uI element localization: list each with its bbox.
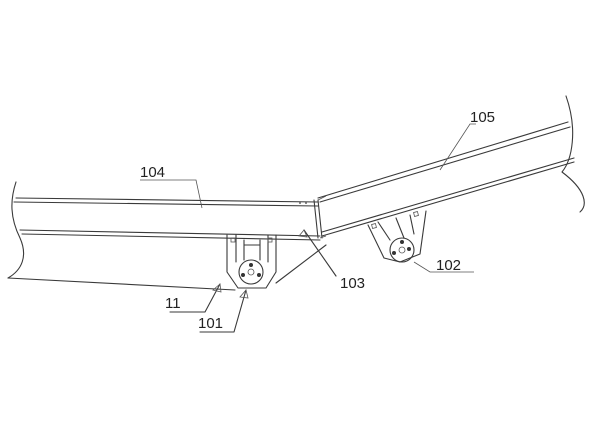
label-11: 11: [165, 295, 181, 312]
roller-bracket-102: [367, 210, 427, 263]
beam-104: [13, 197, 321, 241]
label-104: 104: [140, 164, 165, 181]
label-105: 105: [470, 109, 495, 126]
roller-bracket-101: [226, 234, 277, 289]
leader-lines: [140, 123, 476, 333]
beam-105: [317, 121, 575, 237]
label-103: 103: [340, 275, 365, 292]
label-102: 102: [436, 257, 461, 274]
label-101: 101: [198, 315, 223, 332]
outer-body: [7, 95, 585, 291]
joint-103: [313, 195, 327, 239]
